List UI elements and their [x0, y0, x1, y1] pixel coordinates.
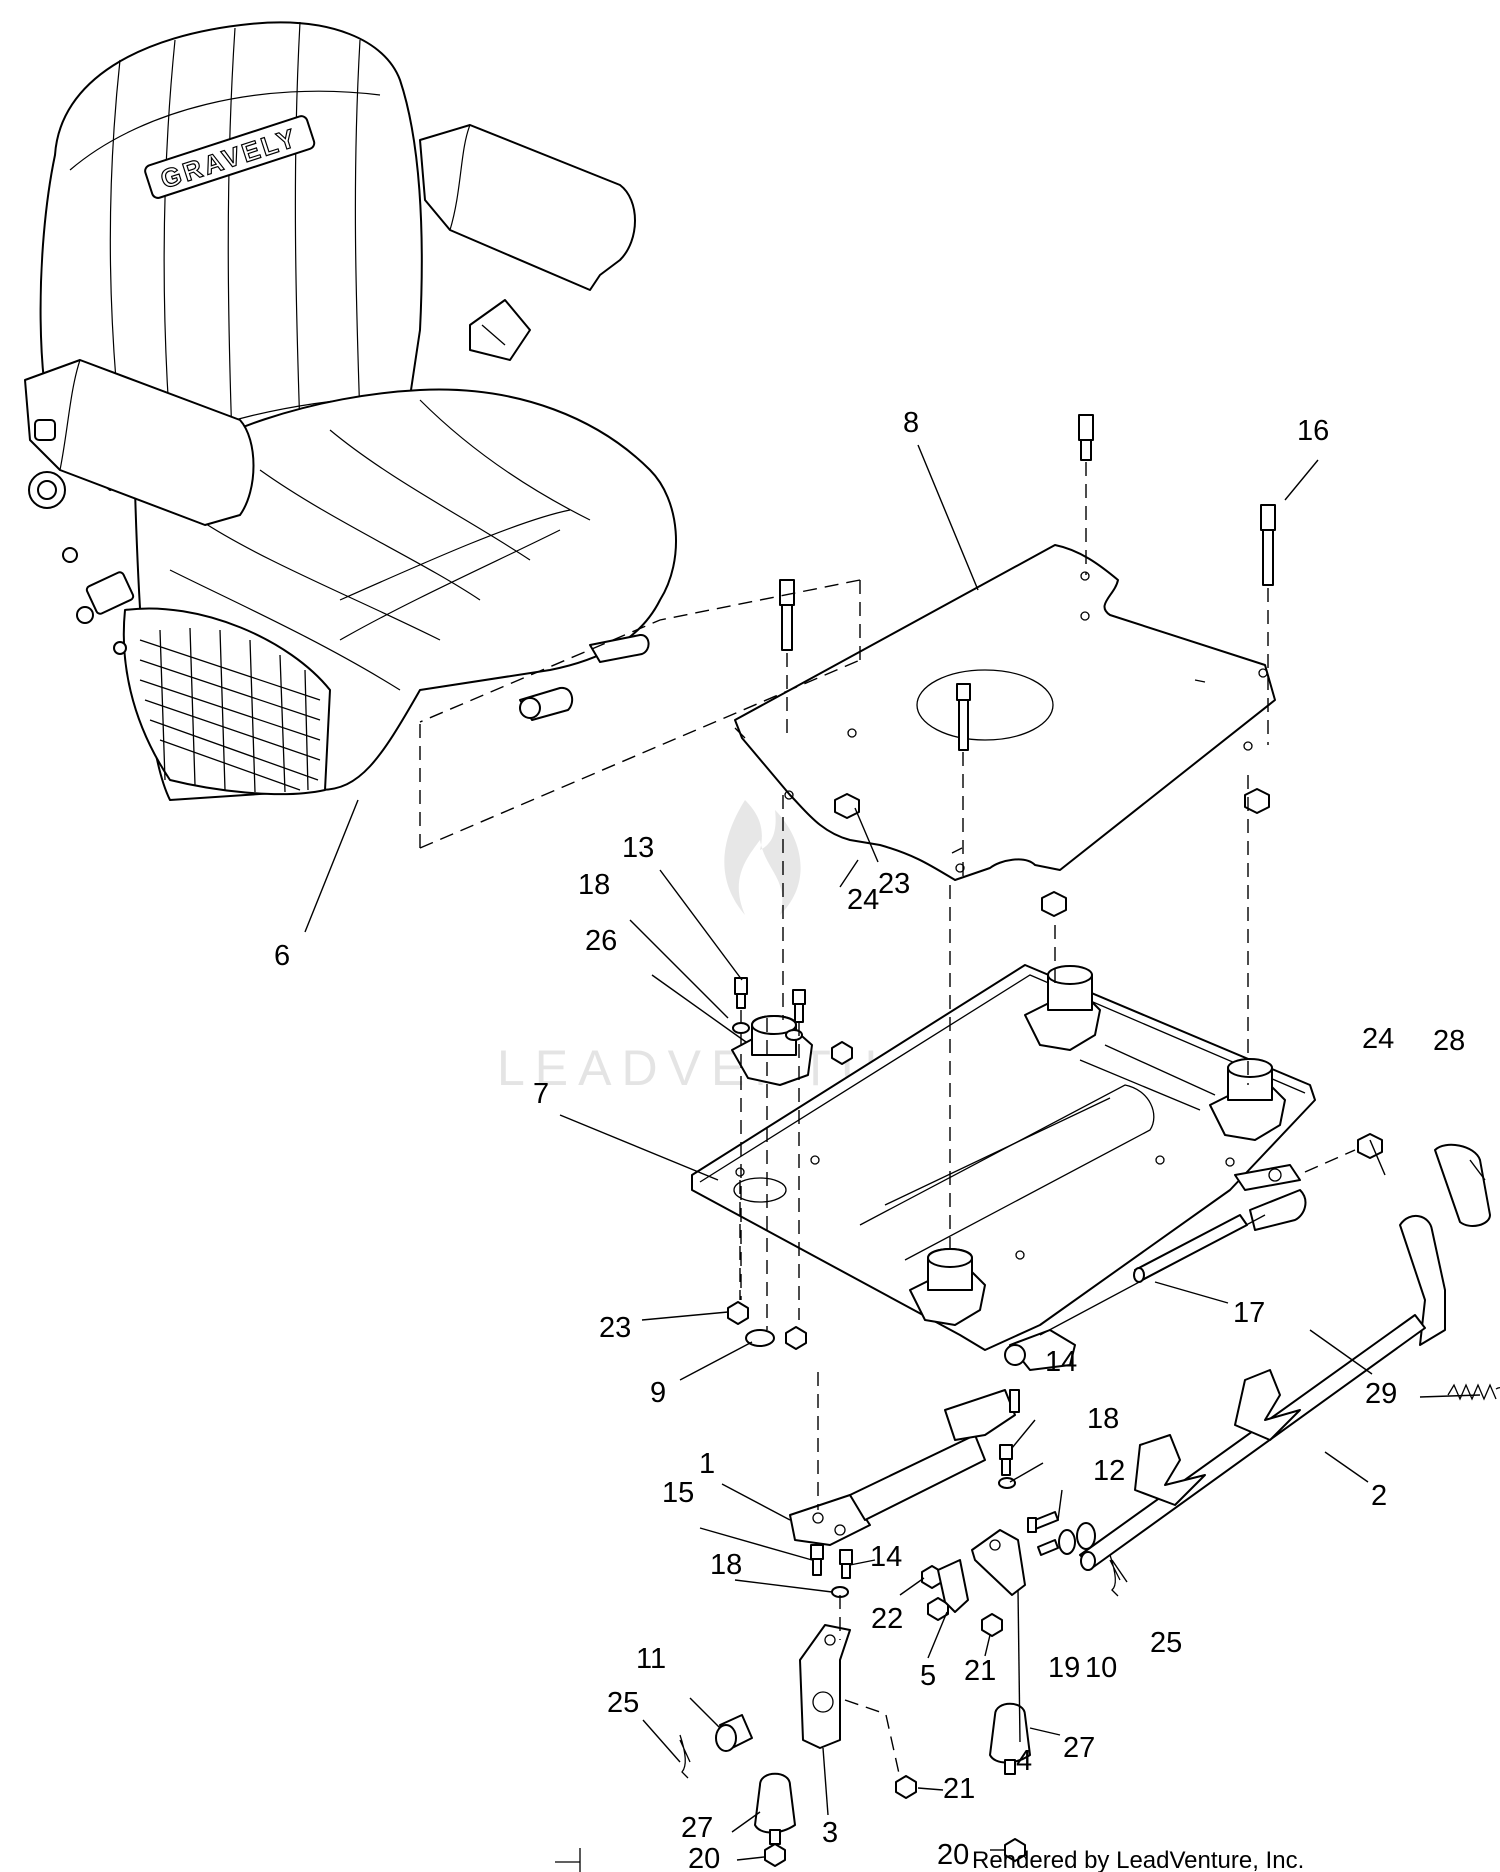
callout-28: 28 — [1433, 1025, 1465, 1057]
upper-seat-plate — [734, 544, 1276, 881]
callout-5: 5 — [920, 1660, 936, 1692]
callout-13: 13 — [622, 832, 654, 864]
callout-25: 25 — [1150, 1627, 1182, 1659]
lower-hardware — [679, 1444, 1121, 1867]
callout-24: 24 — [847, 884, 879, 916]
callout-6: 6 — [274, 940, 290, 972]
callout-20b: 20 — [937, 1839, 969, 1871]
isolator-mount — [1024, 965, 1101, 1051]
callout-23: 23 — [878, 868, 910, 900]
callout-18: 18 — [578, 869, 610, 901]
hardware-bolts — [727, 414, 1383, 1350]
callout-14: 14 — [1045, 1346, 1077, 1378]
seat-assembly: GRAVELY — [24, 21, 677, 801]
callout-18b: 18 — [1087, 1403, 1119, 1435]
seat-grille — [139, 627, 321, 793]
callout-4: 4 — [1016, 1745, 1032, 1777]
callout-15: 15 — [662, 1477, 694, 1509]
callout-21b: 21 — [943, 1773, 975, 1805]
callout-26: 26 — [585, 925, 617, 957]
lever-rod-2 — [1079, 1215, 1446, 1571]
render-credit: Rendered by LeadVenture, Inc. — [972, 1847, 1304, 1872]
bracket-4 — [971, 1529, 1026, 1596]
isolator-mount — [731, 1015, 813, 1086]
callout-10: 10 — [1085, 1652, 1117, 1684]
callout-16: 16 — [1297, 415, 1329, 447]
callout-14b: 14 — [870, 1541, 902, 1573]
callout-7: 7 — [533, 1078, 549, 1110]
callout-17: 17 — [1233, 1297, 1265, 1329]
callout-29: 29 — [1365, 1378, 1397, 1410]
callout-1: 1 — [699, 1448, 715, 1480]
callout-21: 21 — [964, 1655, 996, 1687]
callout-9: 9 — [650, 1377, 666, 1409]
pin-17 — [1133, 1214, 1248, 1283]
bumper-27 — [754, 1772, 796, 1845]
callout-23b: 23 — [599, 1312, 631, 1344]
callout-labels: 1 2 3 4 5 6 7 8 9 10 11 12 13 14 14 15 1… — [274, 407, 1465, 1872]
callout-27b: 27 — [681, 1812, 713, 1844]
callout-27: 27 — [1063, 1732, 1095, 1764]
base-seat-plate — [691, 964, 1316, 1371]
leader-lines — [304, 444, 1486, 1861]
callout-2: 2 — [1371, 1480, 1387, 1512]
bracket-1 — [789, 1389, 1020, 1546]
grip-28 — [1434, 1143, 1491, 1227]
callout-18c: 18 — [710, 1549, 742, 1581]
callout-8: 8 — [903, 407, 919, 439]
callout-3: 3 — [822, 1817, 838, 1849]
spring-29 — [1447, 1383, 1500, 1401]
alignment-lines — [419, 462, 1356, 1779]
isolator-mount — [909, 1248, 986, 1326]
bushing-11 — [715, 1714, 753, 1752]
callout-19: 19 — [1048, 1652, 1080, 1684]
callout-22: 22 — [871, 1603, 903, 1635]
bracket-3 — [799, 1624, 851, 1749]
callout-20: 20 — [688, 1843, 720, 1872]
callout-12: 12 — [1093, 1455, 1125, 1487]
bracket-5 — [937, 1559, 969, 1613]
callout-25b: 25 — [607, 1687, 639, 1719]
callout-11: 11 — [636, 1643, 666, 1675]
callout-24b: 24 — [1362, 1023, 1394, 1055]
isolator-mount — [1209, 1058, 1286, 1141]
